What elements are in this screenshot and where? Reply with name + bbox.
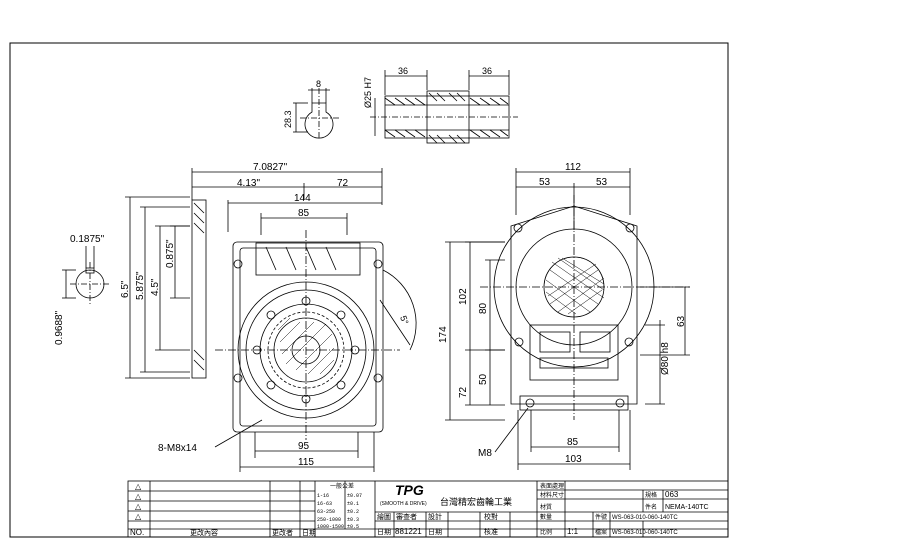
- dim-side-50: 50: [478, 373, 489, 385]
- keyway-section-view: [293, 88, 340, 140]
- label-scale: 比例: [540, 528, 552, 536]
- label-approve: 審查者: [396, 512, 417, 521]
- shaft-end-view: [62, 246, 110, 305]
- rev-symbol-3: △: [135, 502, 142, 511]
- sheet-border: [9, 42, 729, 538]
- label-design: 設計: [428, 512, 442, 521]
- dim-side-pilot: Ø80 h8: [660, 342, 671, 375]
- label-mgmt: 表面處理: [540, 482, 564, 490]
- rev-symbol-2: △: [135, 492, 142, 501]
- bolt-callout: 8-M8x14: [158, 443, 197, 454]
- tol-val-5: ±0.5: [347, 524, 359, 530]
- dim-key-in: 0.1875": [70, 234, 105, 245]
- tol-range-2: 16-63: [317, 501, 332, 507]
- label-count: 數量: [540, 513, 552, 521]
- dim-base-95: 95: [298, 441, 310, 452]
- dim-side-half-right: 53: [596, 177, 608, 188]
- dim-shaft-in: 0.9688": [54, 310, 65, 345]
- label-date-2: 日期: [428, 528, 442, 536]
- front-view: [125, 168, 417, 472]
- dim-bore-dia: Ø25 H7: [363, 77, 373, 108]
- dim-side-102: 102: [458, 288, 469, 305]
- dim-base-115: 115: [298, 457, 314, 468]
- company-logo-sub: (SMOOTH & DRIVE): [380, 501, 427, 507]
- label-material: 材料尺寸: [540, 491, 564, 499]
- name-value: NEMA-140TC: [665, 504, 709, 511]
- file-value: WS-063-010-060-140TC: [612, 530, 678, 536]
- rev-col-sig: 更改者: [272, 528, 293, 537]
- side-view: [445, 168, 690, 470]
- rev-symbol-4: △: [135, 512, 142, 521]
- tol-range-1: 1-16: [317, 493, 329, 499]
- dim-height2-in: 5.875": [135, 271, 146, 300]
- label-name: 件名: [645, 503, 657, 511]
- dim-left-in: 4.13": [237, 178, 260, 189]
- dim-tilt: 5°: [398, 314, 410, 326]
- dim-side-total: 112: [565, 162, 581, 173]
- tol-range-5: 1000-1500: [317, 524, 344, 530]
- tol-val-2: ±0.1: [347, 501, 359, 507]
- dim-side-85: 85: [567, 437, 579, 448]
- label-file: 檔案: [595, 528, 607, 536]
- dim-side-174: 174: [438, 326, 449, 343]
- dim-side-m8: M8: [478, 448, 492, 459]
- dim-side-63: 63: [676, 315, 687, 327]
- label-date: 日期: [377, 528, 391, 536]
- dim-height3-in: 4.5": [150, 278, 161, 296]
- rev-symbol-1: △: [135, 482, 142, 491]
- part-value: WS-063-010-060-140TC: [612, 515, 678, 521]
- title-block: [127, 480, 729, 538]
- dim-shaft-right: 36: [482, 66, 492, 76]
- spec-value: 063: [665, 490, 679, 499]
- rev-col-date: 日期: [302, 529, 316, 537]
- tol-val-4: ±0.3: [347, 517, 359, 523]
- dim-side-half-left: 53: [539, 177, 551, 188]
- tol-header: 一般公差: [330, 482, 354, 490]
- dim-offset-in: 0.875": [165, 239, 176, 268]
- label-draw: 繪圖: [377, 512, 391, 521]
- dim-top-inner: 85: [298, 208, 310, 219]
- tol-val-3: ±0.2: [347, 509, 359, 515]
- date-value: 881221: [395, 527, 422, 536]
- rev-col-content: 更改內容: [190, 528, 218, 537]
- dim-flange-width: 144: [294, 193, 311, 204]
- label-approval: 核准: [484, 527, 498, 536]
- dim-overall-in: 7.0827": [253, 162, 288, 173]
- shaft-section-view: [370, 70, 518, 144]
- dim-height-in: 6.5": [120, 280, 131, 298]
- label-inspect: 校對: [484, 512, 498, 521]
- dim-right-mm: 72: [337, 178, 349, 189]
- dim-side-72: 72: [458, 386, 469, 398]
- label-qty: 材質: [540, 503, 552, 511]
- dim-key-width: 8: [316, 79, 321, 89]
- company-name: 台灣精宏齒輪工業: [440, 496, 512, 507]
- tol-val-1: ±0.07: [347, 493, 362, 499]
- label-part: 件號: [595, 513, 607, 521]
- tol-range-4: 250-1000: [317, 517, 341, 523]
- dim-key-depth: 28.3: [283, 110, 293, 128]
- tol-range-3: 63-250: [317, 509, 335, 515]
- dim-side-103: 103: [565, 454, 582, 465]
- scale-value: 1:1: [567, 527, 579, 536]
- rev-col-no: NO.: [130, 528, 144, 537]
- dim-shaft-left: 36: [398, 66, 408, 76]
- label-spec: 規格: [645, 491, 657, 499]
- company-logo: TPG: [395, 482, 424, 498]
- dim-side-80: 80: [478, 302, 489, 314]
